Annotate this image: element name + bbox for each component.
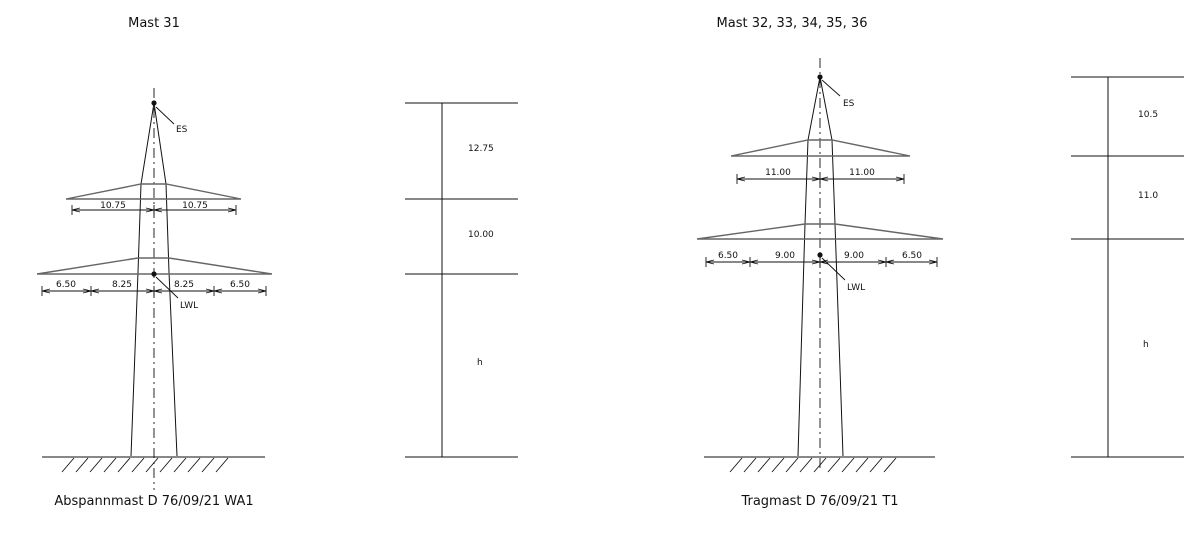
right-es-leader (821, 79, 841, 97)
right-tower-body (797, 76, 844, 457)
right-title: Mast 32, 33, 34, 35, 36 (717, 16, 868, 31)
right-lower-dimension: 6.50 9.00 9.00 6.50 (705, 251, 938, 267)
left-upper-dimension: 10.75 10.75 (71, 201, 237, 215)
right-upper-dim-2: 11.00 (849, 168, 875, 178)
left-lwl-leader (155, 276, 179, 299)
left-lower-dim-2: 8.25 (112, 280, 132, 290)
left-es-point (151, 100, 157, 106)
right-lower-arm (696, 223, 944, 240)
left-es-leader (155, 106, 175, 125)
left-upper-dim-2: 10.75 (182, 201, 208, 211)
right-lwl-point (817, 252, 823, 258)
left-height-scale: 12.75 10.00 h (405, 102, 518, 458)
left-lower-dim-4: 6.50 (230, 280, 250, 290)
left-height-3: h (477, 358, 483, 368)
right-upper-dimension: 11.00 11.00 (736, 168, 905, 184)
left-lower-dimension: 6.50 8.25 8.25 6.50 (41, 280, 267, 296)
right-es-point (817, 74, 823, 80)
left-title: Mast 31 (128, 16, 180, 31)
left-es-label: ES (176, 125, 188, 135)
left-height-1: 12.75 (468, 144, 494, 154)
right-tower: ES LWL 11.00 11.00 6.50 9.00 9.00 (696, 58, 944, 473)
left-tower: ES LWL 10.75 10.75 6.50 8.25 8.25 (36, 88, 273, 490)
left-upper-arm (65, 183, 242, 200)
right-lwl-leader (821, 257, 846, 281)
left-tower-body (130, 102, 178, 457)
right-es-label: ES (843, 99, 855, 109)
right-lwl-label: LWL (847, 283, 865, 293)
left-upper-dim-1: 10.75 (100, 201, 126, 211)
right-caption: Tragmast D 76/09/21 T1 (740, 494, 898, 509)
left-height-2: 10.00 (468, 230, 494, 240)
left-ground-hatch (61, 457, 229, 473)
left-lower-dim-3: 8.25 (174, 280, 194, 290)
right-height-scale: 10.5 11.0 h (1071, 76, 1184, 458)
right-upper-arm (730, 139, 911, 157)
right-lower-dim-3: 9.00 (844, 251, 864, 261)
right-height-1: 10.5 (1138, 110, 1158, 120)
left-lwl-point (151, 271, 157, 277)
right-upper-dim-1: 11.00 (765, 168, 791, 178)
right-height-2: 11.0 (1138, 191, 1158, 201)
right-height-3: h (1143, 340, 1149, 350)
left-lwl-label: LWL (180, 301, 198, 311)
right-ground-hatch (729, 457, 897, 473)
right-lower-dim-2: 9.00 (775, 251, 795, 261)
right-lower-dim-1: 6.50 (718, 251, 738, 261)
right-lower-dim-4: 6.50 (902, 251, 922, 261)
left-caption: Abspannmast D 76/09/21 WA1 (54, 494, 253, 509)
left-lower-dim-1: 6.50 (56, 280, 76, 290)
